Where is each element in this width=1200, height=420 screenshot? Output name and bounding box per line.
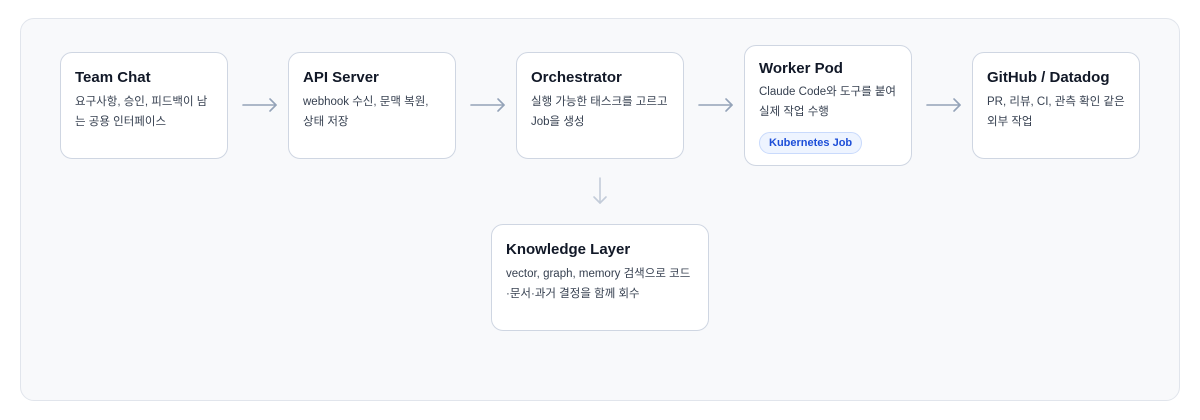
arrow-right-icon — [698, 98, 733, 112]
node-knowledge-layer: Knowledge Layer vector, graph, memory 검색… — [491, 224, 709, 331]
node-title: Team Chat — [75, 69, 151, 86]
node-desc: PR, 리뷰, CI, 관측 확인 같은 외부 작업 — [987, 96, 1125, 128]
node-desc: webhook 수신, 문맥 복원, 상태 저장 — [303, 96, 429, 128]
node-title: Knowledge Layer — [506, 241, 631, 258]
node-api-server: API Server webhook 수신, 문맥 복원, 상태 저장 — [288, 52, 456, 159]
node-team-chat: Team Chat 요구사항, 승인, 피드백이 남는 공용 인터페이스 — [60, 52, 228, 159]
node-title: GitHub / Datadog — [987, 69, 1110, 86]
node-github-datadog: GitHub / Datadog PR, 리뷰, CI, 관측 확인 같은 외부… — [972, 52, 1140, 159]
arrow-down-icon — [593, 177, 607, 204]
node-orchestrator: Orchestrator 실행 가능한 태스크를 고르고 Job을 생성 — [516, 52, 684, 159]
node-worker-pod: Worker Pod Claude Code와 도구를 붙여 실제 작업 수행 … — [744, 45, 912, 166]
node-title: API Server — [303, 69, 379, 86]
kubernetes-job-badge: Kubernetes Job — [759, 132, 863, 154]
node-desc: 요구사항, 승인, 피드백이 남는 공용 인터페이스 — [75, 96, 208, 128]
node-desc: vector, graph, memory 검색으로 코드·문서·과거 결정을 … — [506, 268, 691, 300]
arrow-right-icon — [470, 98, 505, 112]
node-desc: 실행 가능한 태스크를 고르고 Job을 생성 — [531, 96, 668, 128]
node-desc: Claude Code와 도구를 붙여 실제 작업 수행 — [759, 86, 896, 118]
arrow-right-icon — [926, 98, 961, 112]
node-title: Worker Pod — [759, 60, 843, 77]
node-title: Orchestrator — [531, 69, 622, 86]
arrow-right-icon — [242, 98, 277, 112]
